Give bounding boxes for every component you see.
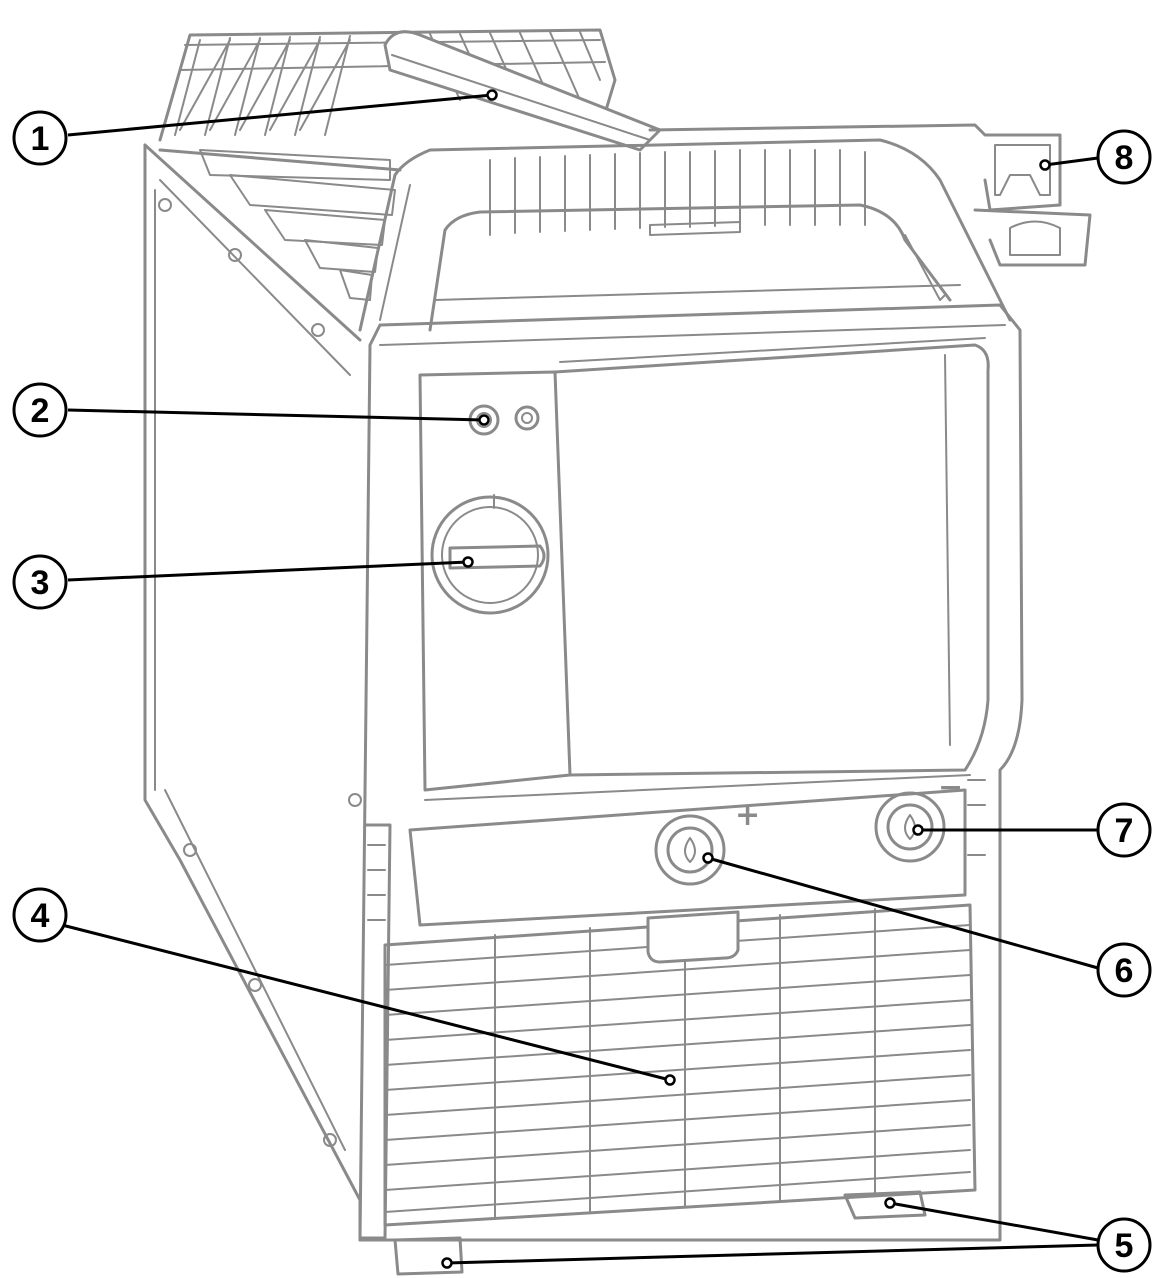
- leader-8: [1044, 156, 1099, 167]
- leader-8-dot: [1039, 159, 1051, 171]
- callout-8: 8: [1096, 129, 1152, 185]
- callout-1: 1: [12, 110, 68, 166]
- callout-8-number: 8: [1115, 139, 1134, 177]
- front-housing: [358, 303, 1024, 1242]
- connector-strip: [408, 774, 971, 927]
- callout-3-number: 3: [31, 564, 50, 602]
- callout-7-number: 7: [1115, 812, 1134, 850]
- callout-6-circle: [1096, 942, 1152, 998]
- left-grille-rail: [358, 779, 986, 1240]
- display-window: [553, 337, 990, 777]
- callout-4: 4: [12, 887, 68, 943]
- leader-6-dot: [702, 852, 714, 864]
- callout-2-circle: [12, 382, 68, 438]
- leader-3: [67, 560, 469, 582]
- top-slats: [158, 148, 402, 301]
- leader-3-dot: [462, 556, 474, 568]
- leader-5b-dot: [441, 1257, 453, 1269]
- rear-basket: [158, 28, 617, 142]
- control-panel: [418, 370, 572, 792]
- callout-2: 2: [12, 382, 68, 438]
- callout-6: 6: [1096, 942, 1152, 998]
- front-handle: [358, 138, 1012, 332]
- leader-2-dot: [478, 414, 490, 426]
- front-grille: [383, 903, 977, 1227]
- polarity-minus-label: −: [938, 770, 963, 805]
- callout-3-circle: [12, 554, 68, 610]
- callout-7-circle: [1096, 802, 1152, 858]
- torch-holder: [648, 123, 1092, 267]
- callout-4-number: 4: [31, 897, 50, 935]
- leader-7-dot: [912, 824, 924, 836]
- side-panel: [143, 143, 362, 1242]
- polarity-plus-label: +: [735, 798, 760, 833]
- callout-3: 3: [12, 554, 68, 610]
- callout-leaders: [61, 89, 1099, 1269]
- leader-4: [61, 923, 671, 1082]
- callout-6-number: 6: [1115, 952, 1134, 990]
- leader-1-dot: [486, 89, 498, 101]
- top-carry-bar: [383, 30, 662, 152]
- leader-2: [67, 408, 485, 422]
- device-outline: + −: [143, 28, 1092, 1276]
- callout-7: 7: [1096, 802, 1152, 858]
- leader-5a-dot: [884, 1197, 896, 1209]
- leader-4-dot: [664, 1074, 676, 1086]
- callout-5-circle: [1096, 1217, 1152, 1273]
- callout-8-circle: [1096, 129, 1152, 185]
- callout-1-number: 1: [31, 120, 50, 158]
- callout-2-number: 2: [31, 392, 50, 430]
- leader-5b: [446, 1243, 1099, 1265]
- leader-5a: [889, 1201, 1099, 1242]
- callout-1-circle: [12, 110, 68, 166]
- leader-1: [67, 93, 493, 137]
- callout-5-number: 5: [1115, 1227, 1134, 1265]
- callout-5: 5: [1096, 1217, 1152, 1273]
- leader-6: [707, 856, 1099, 970]
- feet: [393, 1190, 927, 1276]
- callout-4-circle: [12, 887, 68, 943]
